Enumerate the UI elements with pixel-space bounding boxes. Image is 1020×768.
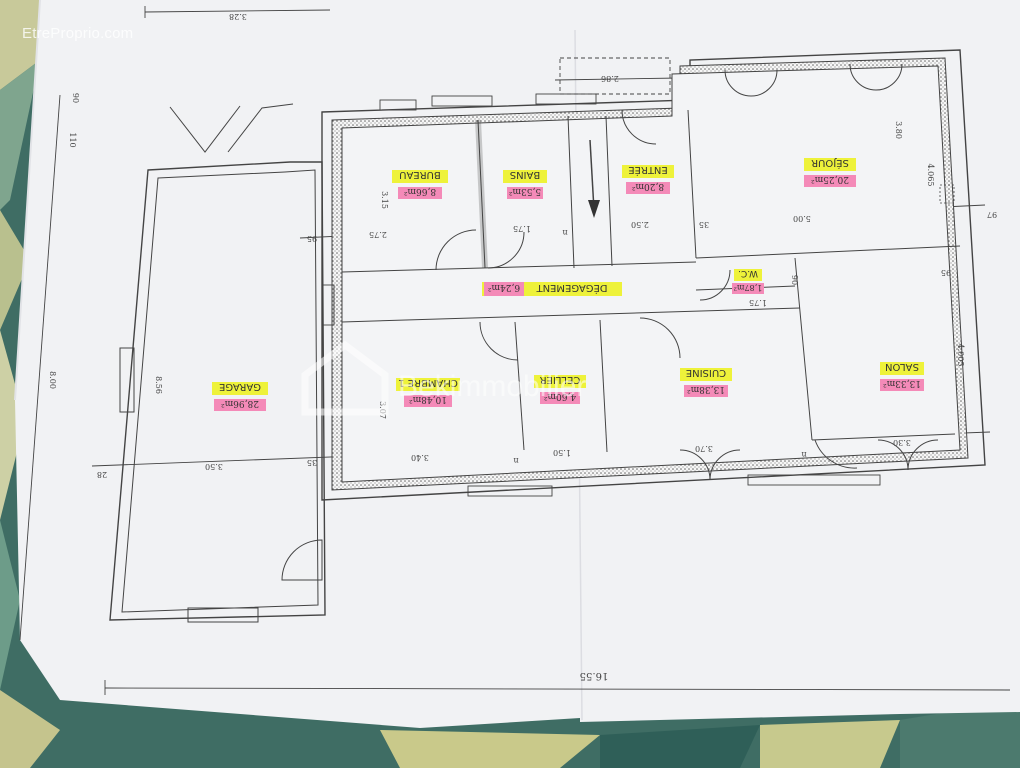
room-name: GARAGE (219, 381, 261, 392)
dim-sejour-side: 4.065 (926, 164, 935, 187)
dim-salon-h: 4.005 (956, 344, 965, 367)
dim-bains-w: 1.75 (513, 224, 531, 233)
dim-sejour-w: 5.00 (793, 214, 811, 223)
house-walls (321, 49, 986, 501)
room-area: 6,24m² (488, 282, 521, 292)
dim-right-small: 97 (987, 210, 997, 219)
room-label-bains: BAINS 5,53m² (503, 169, 547, 199)
room-label-entree: ENTRÉE 8,20m² (622, 164, 674, 194)
dim-wall-d: 35 (699, 220, 709, 229)
dim-sejour-h: 3.80 (894, 121, 903, 139)
room-name: DÉGAGEMENT (536, 282, 608, 295)
room-label-cuisine: CUISINE 13,38m² (680, 367, 732, 397)
mark-n-3: n (801, 450, 806, 459)
room-name: SALON (885, 361, 919, 372)
room-label-cellier: CELLIER 4,60m² (534, 374, 586, 404)
room-name: BUREAU (399, 169, 441, 180)
dim-wall-a: 95 (307, 234, 317, 243)
dim-top-left: 3.28 (229, 12, 247, 21)
room-labels: BUREAU 8,66m² BAINS 5,53m² ENTRÉE 8,20m²… (212, 157, 924, 411)
room-area: 4,60m² (544, 391, 577, 401)
dim-left-a: 90 (71, 93, 80, 103)
dim-wall-c: 95 (941, 268, 951, 277)
garage-walls (109, 103, 326, 623)
mark-n-1: n (562, 228, 567, 237)
room-name: CELLIER (540, 374, 581, 385)
dim-wall-b: 35 (307, 458, 317, 467)
room-area: 13,38m² (687, 384, 725, 394)
agency-name: Bekimmobilier (398, 370, 586, 403)
dim-left-height: 8.00 (48, 371, 57, 389)
room-label-bureau: BUREAU 8,66m² (392, 169, 448, 199)
mark-n-2: n (513, 456, 518, 465)
dim-garage-height: 8.56 (154, 376, 163, 394)
room-area: 1,87m² (734, 283, 763, 292)
dim-bureau-h: 3.15 (380, 191, 389, 209)
room-name: BAINS (510, 169, 540, 180)
room-area: 8,20m² (632, 181, 665, 191)
room-name: CUISINE (686, 367, 726, 378)
dim-garage-width: 3.50 (205, 462, 223, 471)
room-name: ENTRÉE (628, 164, 668, 177)
room-label-degagement: DÉGAGEMENT 6,24m² (482, 282, 622, 296)
dim-wc-w: 1.75 (749, 298, 767, 307)
room-label-chambre: CHAMBRE 1 10,48m² (396, 377, 460, 407)
room-label-sejour: SÉJOUR 20,25m² (804, 157, 856, 187)
room-area: 8,66m² (404, 186, 437, 196)
dim-left-b: 110 (68, 132, 77, 147)
dim-bureau-w: 2.75 (369, 230, 387, 239)
dim-wc-h: 90 (790, 275, 799, 285)
dim-entree-w: 2.50 (631, 220, 649, 229)
room-area: 5,53m² (509, 186, 542, 196)
room-label-wc: W.C. 1,87m² (732, 268, 764, 294)
room-area: 20,25m² (811, 174, 849, 184)
room-name: CHAMBRE 1 (398, 377, 458, 388)
room-name: W.C. (738, 268, 758, 278)
dim-top-mid: 2.86 (601, 74, 619, 83)
room-name: SÉJOUR (811, 157, 849, 170)
room-label-salon: SALON 13,33m² (880, 361, 924, 391)
agency-watermark: Bekimmobilier (301, 340, 586, 416)
dim-cuisine-w: 3.70 (695, 444, 713, 453)
dim-salon-w: 3.30 (893, 438, 911, 447)
dim-cellier-w: 1.50 (553, 448, 571, 457)
room-area: 28,96m² (221, 398, 259, 408)
dimension-labels: 3.28 2.86 16.55 8.00 90 110 28 8.56 3.50… (48, 12, 997, 681)
room-area: 13,33m² (883, 378, 921, 388)
dim-total-width: 16.55 (580, 670, 609, 681)
dim-chambre-w: 3.40 (411, 453, 429, 462)
room-area: 10,48m² (409, 394, 447, 404)
room-label-garage: GARAGE 28,96m² (212, 381, 268, 411)
dim-left-c: 28 (97, 470, 107, 479)
site-watermark: EtreProprio.com (22, 25, 134, 42)
